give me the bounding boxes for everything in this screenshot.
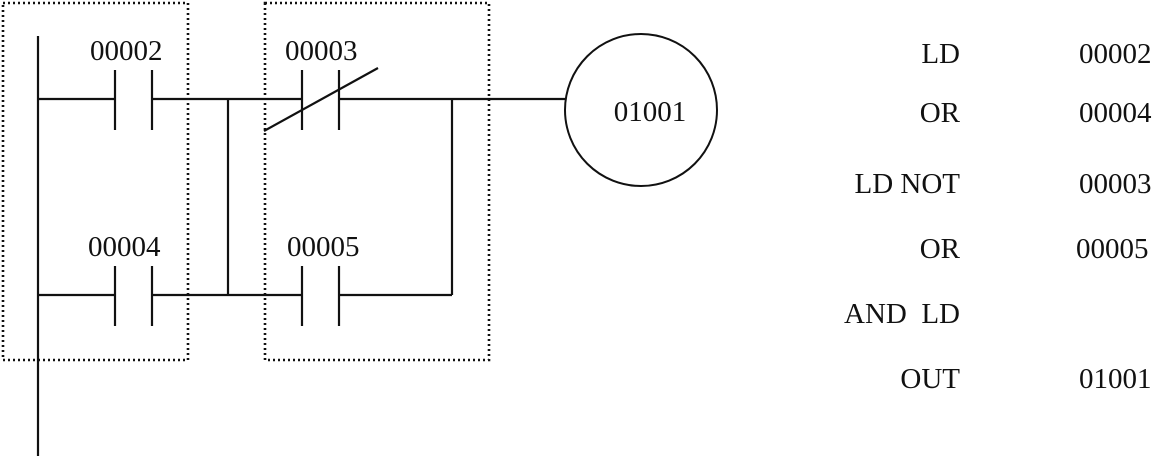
instruction-op: AND LD bbox=[844, 298, 960, 330]
instruction-operand: 01001 bbox=[1079, 363, 1152, 395]
contact-label: 00005 bbox=[287, 231, 360, 263]
contact-label: 00004 bbox=[88, 231, 161, 263]
instruction-operand: 00003 bbox=[1079, 168, 1152, 200]
coil-label: 01001 bbox=[614, 96, 687, 128]
contact-00002: 00002 bbox=[90, 35, 163, 130]
instruction-list: LD 00002 OR 00004 LD NOT 00003 OR 00005 … bbox=[844, 38, 1152, 395]
instruction-op: LD bbox=[921, 38, 960, 70]
contact-label: 00003 bbox=[285, 35, 358, 67]
block-group-left bbox=[1, 1, 190, 362]
instruction-operand: 00005 bbox=[1076, 233, 1149, 265]
output-coil: 01001 bbox=[564, 33, 718, 187]
contact-00004: 00004 bbox=[88, 231, 161, 326]
instruction-operand: 00004 bbox=[1079, 97, 1152, 129]
instruction-op: LD NOT bbox=[854, 168, 960, 200]
nc-slash bbox=[263, 67, 379, 132]
instruction-op: OUT bbox=[900, 363, 960, 395]
contact-00003: 00003 bbox=[263, 35, 379, 132]
contact-label: 00002 bbox=[90, 35, 163, 67]
instruction-operand: 00002 bbox=[1079, 38, 1152, 70]
instruction-op: OR bbox=[920, 97, 961, 129]
contact-00005: 00005 bbox=[287, 231, 360, 326]
instruction-op: OR bbox=[920, 233, 961, 265]
block-group-right bbox=[263, 1, 491, 362]
